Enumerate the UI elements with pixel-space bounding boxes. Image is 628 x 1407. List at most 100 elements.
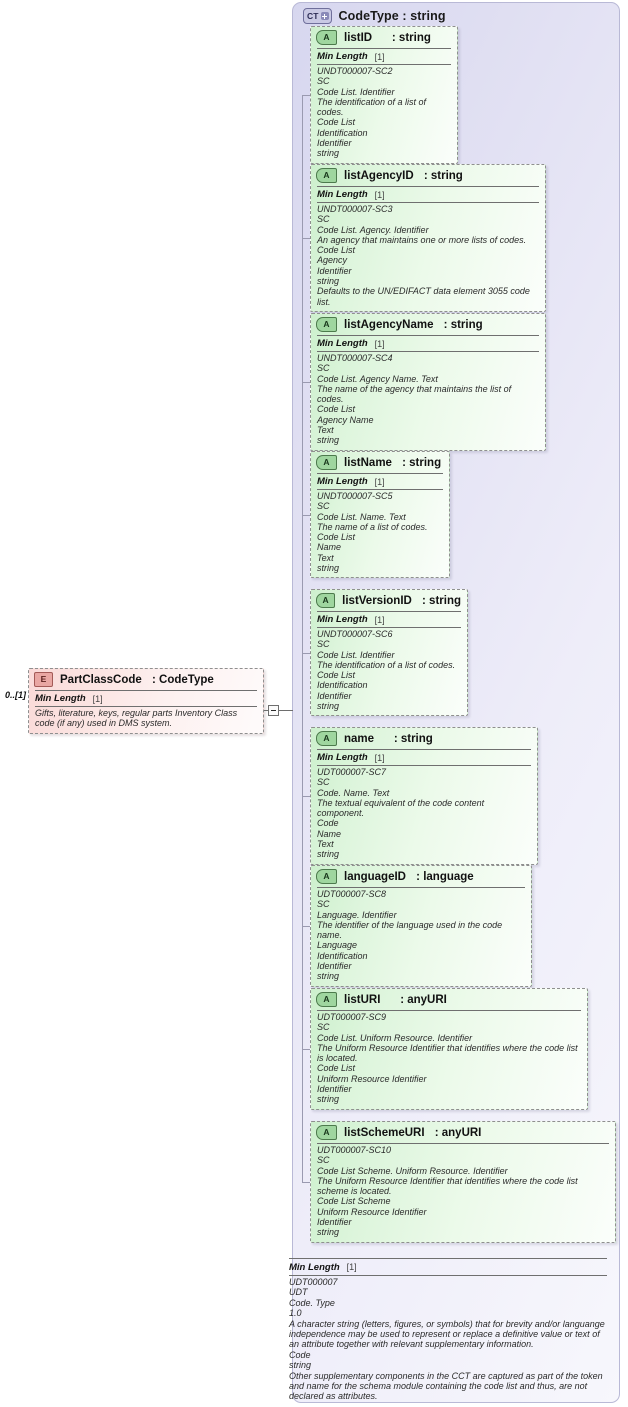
- attribute-annotation-line: Code List. Agency. Identifier: [317, 224, 429, 235]
- attribute-annotation-line: The Uniform Resource Identifier that ide…: [317, 1042, 578, 1064]
- attribute-divider-bottom: [317, 202, 539, 203]
- tree-branch-line: [302, 382, 310, 383]
- attribute-annotation-line: Code List: [317, 117, 356, 128]
- attribute-annotation-line: string: [317, 1094, 340, 1105]
- attribute-annotation-line: Identifier: [317, 961, 352, 972]
- attribute-icon: A: [316, 731, 337, 746]
- attribute-type: : string: [398, 456, 442, 469]
- attribute-annotation-line: Code List: [317, 404, 356, 415]
- attribute-min-length-label: Min Length: [317, 51, 368, 62]
- attribute-annotation-line: UNDT000007-SC2: [317, 66, 393, 76]
- tree-branch-line: [302, 515, 310, 516]
- footer-line: A character string (letters, figures, or…: [289, 1318, 605, 1350]
- attribute-annotation-line: SC: [317, 501, 330, 512]
- attribute-annotation-line: Code List. Identifier: [317, 649, 395, 660]
- tree-branch-line: [302, 95, 310, 96]
- attribute-annotation-line: SC: [317, 1022, 330, 1033]
- attribute-icon: A: [316, 168, 337, 183]
- attribute-annotation-line: SC: [317, 1155, 330, 1166]
- element-type: : CodeType: [148, 673, 214, 686]
- element-icon: E: [34, 672, 53, 687]
- attribute-annotation-line: SC: [317, 363, 330, 374]
- attribute-annotation-line: Language. Identifier: [317, 909, 397, 920]
- attribute-annotation-line: The name of the agency that maintains th…: [317, 383, 512, 405]
- attribute-type: : anyURI: [431, 1126, 482, 1139]
- attribute-min-length-value: [1]: [374, 476, 385, 487]
- attribute-annotation-line: Identification: [317, 950, 368, 961]
- attribute-annotation-line: Text: [317, 552, 334, 563]
- attribute-divider-top: [317, 749, 531, 750]
- attribute-divider-bottom: [317, 351, 539, 352]
- element-box-partclasscode[interactable]: E PartClassCode : CodeType Min Length [1…: [28, 668, 264, 734]
- attribute-min-length-row: Min Length [1]: [311, 474, 449, 489]
- attribute-annotation-line: Code List: [317, 532, 356, 543]
- attribute-min-length-value: [1]: [374, 189, 385, 200]
- attribute-divider-bottom: [317, 627, 461, 628]
- connector-element-stub: [264, 710, 269, 711]
- attribute-annotation-line: Code List Scheme: [317, 1196, 391, 1207]
- attribute-annotation-line: UNDT000007-SC5: [317, 491, 393, 501]
- element-name: PartClassCode: [60, 673, 142, 686]
- attribute-name: name: [344, 732, 375, 745]
- attribute-min-length-label: Min Length: [317, 476, 368, 487]
- attribute-annotation-line: string: [317, 276, 340, 287]
- attribute-annotation-line: Language: [317, 940, 358, 951]
- attribute-icon: A: [316, 992, 337, 1007]
- footer-line: UDT000007: [289, 1277, 338, 1287]
- attribute-annotation-line: SC: [317, 899, 330, 910]
- attribute-annotation-line: string: [317, 849, 340, 860]
- tree-branch-line: [302, 238, 310, 239]
- attribute-annotation-line: Uniform Resource Identifier: [317, 1073, 427, 1084]
- attribute-annotation-line: The Uniform Resource Identifier that ide…: [317, 1175, 578, 1197]
- attribute-annotation-line: Code List. Uniform Resource. Identifier: [317, 1032, 473, 1043]
- attribute-annotation-line: The identification of a list of codes.: [317, 659, 456, 670]
- attribute-icon: A: [316, 317, 337, 332]
- attribute-min-length-row: Min Length[1]: [311, 612, 467, 627]
- footer-line: 1.0: [289, 1308, 302, 1319]
- collapse-toggle-button[interactable]: [268, 705, 279, 716]
- element-annotation: Gifts, literature, keys, regular parts I…: [29, 707, 263, 733]
- attribute-icon: A: [316, 30, 337, 45]
- attribute-type: : language: [412, 870, 474, 883]
- attribute-annotation-line: UDT000007-SC10: [317, 1145, 392, 1155]
- attribute-icon: A: [316, 869, 337, 884]
- attribute-annotation-line: SC: [317, 214, 330, 225]
- attribute-annotation-line: Code List: [317, 1063, 356, 1074]
- element-min-length-row: Min Length [1]: [29, 691, 263, 706]
- attribute-annotation-line: The textual equivalent of the code conte…: [317, 797, 485, 819]
- complex-type-header: CT CodeType : string: [303, 8, 446, 24]
- element-divider-top: [35, 690, 257, 691]
- expand-plus-icon[interactable]: [320, 12, 329, 20]
- attribute-annotation-line: string: [317, 563, 340, 574]
- attribute-annotation-line: The name of a list of codes.: [317, 521, 428, 532]
- attribute-annotation-line: The identifier of the language used in t…: [317, 919, 503, 941]
- attribute-annotation-line: Name: [317, 828, 342, 839]
- attribute-divider-top: [317, 186, 539, 187]
- attribute-name: listAgencyName: [344, 318, 434, 331]
- attribute-min-length-value: [1]: [374, 338, 385, 349]
- footer-min-length-label: Min Length: [289, 1261, 340, 1273]
- footer-line: Other supplementary components in the CC…: [289, 1370, 603, 1402]
